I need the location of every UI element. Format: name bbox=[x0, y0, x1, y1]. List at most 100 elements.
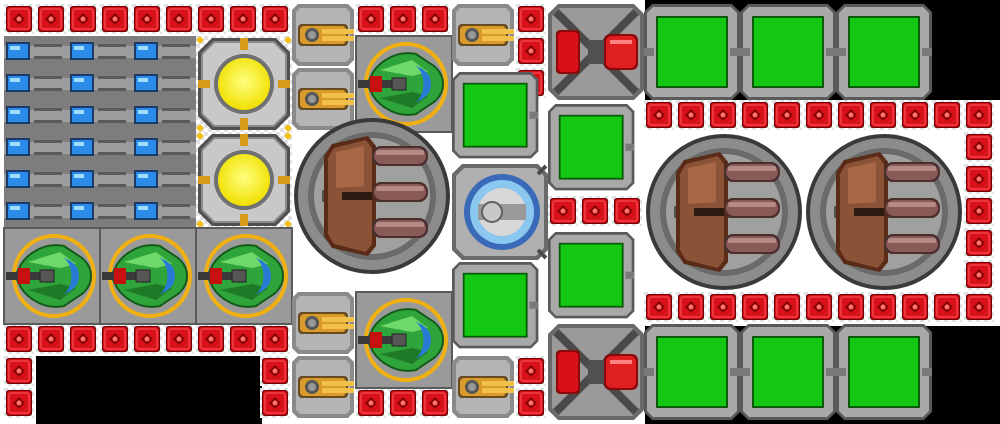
battery-cell[interactable] bbox=[68, 36, 132, 68]
armor-block[interactable] bbox=[964, 100, 994, 130]
laser-turret[interactable] bbox=[3, 227, 101, 325]
armor-block[interactable] bbox=[420, 4, 450, 34]
battery-cell[interactable] bbox=[132, 68, 196, 100]
armor-block[interactable] bbox=[228, 4, 258, 34]
missile-launcher[interactable] bbox=[548, 324, 644, 420]
armor-block[interactable] bbox=[228, 324, 258, 354]
armor-block[interactable] bbox=[964, 164, 994, 194]
armor-block[interactable] bbox=[964, 228, 994, 258]
heavy-cannon[interactable] bbox=[806, 134, 962, 290]
armor-block[interactable] bbox=[4, 324, 34, 354]
light-cannon[interactable] bbox=[452, 356, 514, 418]
armor-block[interactable] bbox=[580, 196, 610, 226]
armor-block[interactable] bbox=[132, 4, 162, 34]
armor-block[interactable] bbox=[356, 388, 386, 418]
armor-block[interactable] bbox=[548, 196, 578, 226]
shield-generator[interactable] bbox=[452, 164, 548, 260]
cargo-bay[interactable] bbox=[548, 232, 635, 319]
armor-block[interactable] bbox=[4, 388, 34, 418]
armor-block[interactable] bbox=[68, 324, 98, 354]
battery-cell[interactable] bbox=[68, 68, 132, 100]
armor-block[interactable] bbox=[516, 388, 546, 418]
armor-block[interactable] bbox=[676, 100, 706, 130]
armor-block[interactable] bbox=[804, 100, 834, 130]
armor-block[interactable] bbox=[900, 100, 930, 130]
armor-block[interactable] bbox=[836, 292, 866, 322]
cargo-bay[interactable] bbox=[548, 104, 635, 191]
battery-cell[interactable] bbox=[132, 196, 196, 228]
armor-block[interactable] bbox=[644, 100, 674, 130]
reactor-core[interactable] bbox=[196, 36, 292, 132]
light-cannon[interactable] bbox=[292, 4, 354, 66]
battery-cell[interactable] bbox=[4, 36, 68, 68]
cargo-bay[interactable] bbox=[836, 4, 932, 100]
armor-block[interactable] bbox=[516, 4, 546, 34]
armor-block[interactable] bbox=[356, 4, 386, 34]
armor-block[interactable] bbox=[388, 388, 418, 418]
battery-cell[interactable] bbox=[4, 100, 68, 132]
armor-block[interactable] bbox=[260, 4, 290, 34]
armor-block[interactable] bbox=[740, 292, 770, 322]
armor-block[interactable] bbox=[164, 324, 194, 354]
armor-block[interactable] bbox=[388, 4, 418, 34]
armor-block[interactable] bbox=[868, 100, 898, 130]
armor-block[interactable] bbox=[644, 292, 674, 322]
heavy-cannon[interactable] bbox=[294, 118, 450, 274]
armor-block[interactable] bbox=[36, 324, 66, 354]
battery-cell[interactable] bbox=[4, 164, 68, 196]
armor-block[interactable] bbox=[804, 292, 834, 322]
armor-block[interactable] bbox=[36, 4, 66, 34]
armor-block[interactable] bbox=[740, 100, 770, 130]
cargo-bay[interactable] bbox=[740, 4, 836, 100]
armor-block[interactable] bbox=[196, 324, 226, 354]
armor-block[interactable] bbox=[4, 356, 34, 386]
cargo-bay[interactable] bbox=[644, 324, 740, 420]
laser-turret[interactable] bbox=[355, 35, 453, 133]
armor-block[interactable] bbox=[772, 292, 802, 322]
reactor-core[interactable] bbox=[196, 132, 292, 228]
armor-block[interactable] bbox=[516, 36, 546, 66]
armor-block[interactable] bbox=[772, 100, 802, 130]
armor-block[interactable] bbox=[68, 4, 98, 34]
armor-block[interactable] bbox=[964, 292, 994, 322]
battery-cell[interactable] bbox=[68, 196, 132, 228]
battery-cell[interactable] bbox=[132, 100, 196, 132]
battery-cell[interactable] bbox=[68, 100, 132, 132]
armor-block[interactable] bbox=[900, 292, 930, 322]
armor-block[interactable] bbox=[260, 356, 290, 386]
laser-turret[interactable] bbox=[195, 227, 293, 325]
armor-block[interactable] bbox=[676, 292, 706, 322]
armor-block[interactable] bbox=[612, 196, 642, 226]
heavy-cannon[interactable] bbox=[646, 134, 802, 290]
armor-block[interactable] bbox=[420, 388, 450, 418]
armor-block[interactable] bbox=[100, 4, 130, 34]
cargo-bay[interactable] bbox=[740, 324, 836, 420]
light-cannon[interactable] bbox=[292, 68, 354, 130]
armor-block[interactable] bbox=[708, 292, 738, 322]
laser-turret[interactable] bbox=[355, 291, 453, 389]
armor-block[interactable] bbox=[932, 292, 962, 322]
armor-block[interactable] bbox=[100, 324, 130, 354]
missile-launcher[interactable] bbox=[548, 4, 644, 100]
armor-block[interactable] bbox=[836, 100, 866, 130]
light-cannon[interactable] bbox=[452, 4, 514, 66]
armor-block[interactable] bbox=[196, 4, 226, 34]
armor-block[interactable] bbox=[964, 132, 994, 162]
armor-block[interactable] bbox=[164, 4, 194, 34]
battery-cell[interactable] bbox=[4, 132, 68, 164]
armor-block[interactable] bbox=[868, 292, 898, 322]
cargo-bay[interactable] bbox=[452, 262, 539, 349]
armor-block[interactable] bbox=[932, 100, 962, 130]
battery-cell[interactable] bbox=[132, 36, 196, 68]
armor-block[interactable] bbox=[260, 388, 290, 418]
light-cannon[interactable] bbox=[292, 356, 354, 418]
battery-cell[interactable] bbox=[4, 196, 68, 228]
armor-block[interactable] bbox=[260, 324, 290, 354]
cargo-bay[interactable] bbox=[452, 72, 539, 159]
battery-cell[interactable] bbox=[132, 164, 196, 196]
light-cannon[interactable] bbox=[292, 292, 354, 354]
battery-cell[interactable] bbox=[68, 132, 132, 164]
cargo-bay[interactable] bbox=[836, 324, 932, 420]
armor-block[interactable] bbox=[708, 100, 738, 130]
